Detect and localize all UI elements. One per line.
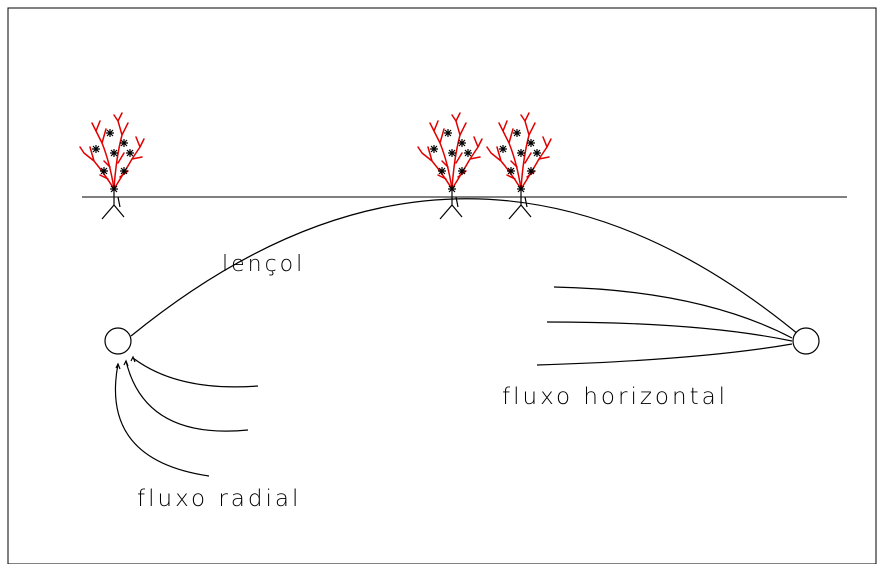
radial-flow-line	[114, 363, 210, 477]
frame-border	[7, 7, 877, 564]
shrub-icon	[486, 112, 552, 220]
radial-flow-label: fluxo radial	[137, 486, 301, 512]
horizontal-flow-label: fluxo horizontal	[502, 384, 728, 410]
horizontal-flow-lines	[536, 286, 793, 366]
horizontal-flow-line	[553, 286, 793, 339]
radial-flow-lines	[114, 355, 259, 477]
shrub-icon	[79, 112, 145, 220]
radial-flow-line	[132, 357, 259, 388]
well-right-icon	[792, 327, 820, 355]
water-table-curve	[130, 198, 805, 340]
horizontal-flow-line	[546, 321, 793, 342]
well-left-icon	[104, 327, 132, 355]
radial-arrow-head	[115, 362, 121, 370]
horizontal-flow-line	[536, 343, 793, 366]
radial-arrow-head	[130, 355, 136, 363]
radial-arrow-head	[123, 359, 129, 367]
radial-flow-line	[125, 360, 249, 432]
shrub-icon	[417, 112, 483, 220]
water-table-label: lençol	[222, 252, 305, 277]
